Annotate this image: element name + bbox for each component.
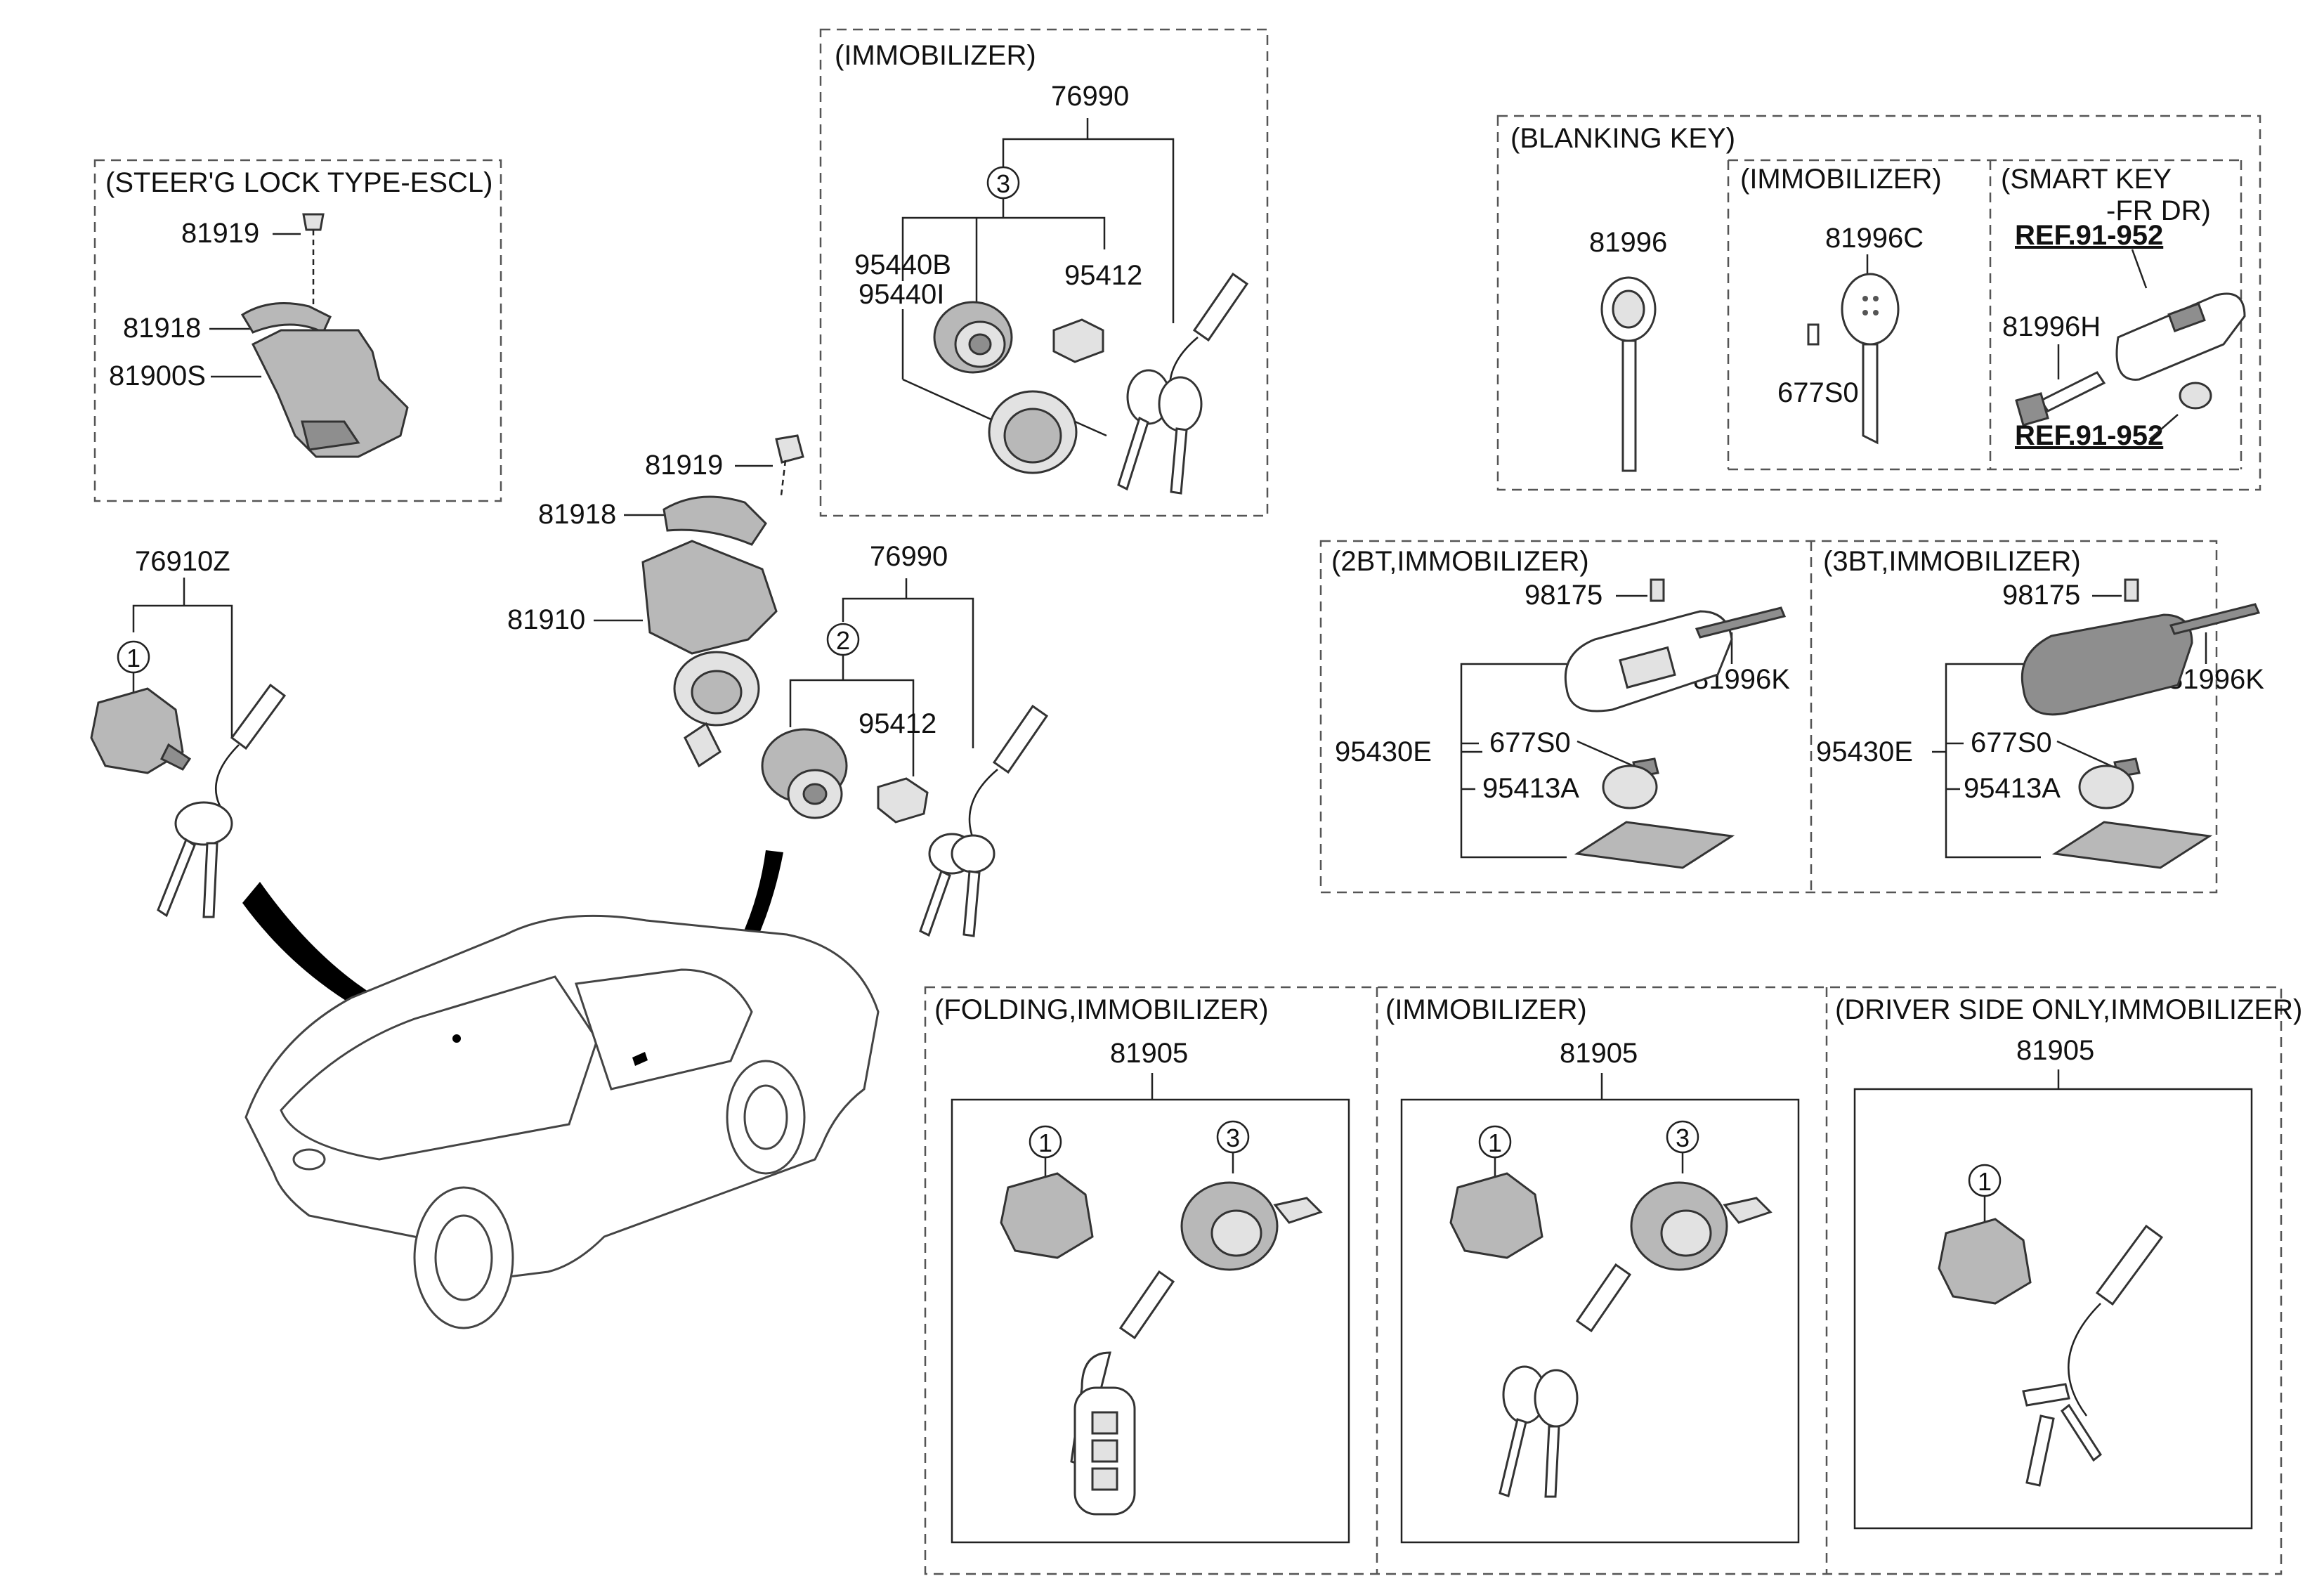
svg-text:3: 3 xyxy=(1226,1124,1240,1152)
label-98175-2bt: 98175 xyxy=(1525,580,1602,611)
label-81919-center: 81919 xyxy=(645,450,723,481)
key-tag-icon xyxy=(215,683,287,823)
door-lock-cylinder-icon xyxy=(1449,1172,1543,1259)
svg-text:1: 1 xyxy=(1038,1128,1052,1157)
battery-icon xyxy=(2078,764,2134,809)
label-81919: 81919 xyxy=(181,218,259,249)
label-81900S: 81900S xyxy=(109,360,206,391)
group-title-driver-side: (DRIVER SIDE ONLY,IMMOBILIZER) xyxy=(1835,994,2302,1025)
immobilizer-top-group: (IMMOBILIZER) 76990 3 95440B 95440I 9541… xyxy=(819,28,1269,517)
label-81918: 81918 xyxy=(123,313,201,344)
steering-lock-group: (STEER'G LOCK TYPE-ESCL) 81919 81918 819… xyxy=(93,159,502,502)
svg-text:3: 3 xyxy=(996,169,1010,198)
steering-lock-icon xyxy=(641,540,778,768)
label-76910Z: 76910Z xyxy=(135,546,230,577)
label-81918-center: 81918 xyxy=(538,499,616,530)
label-98175-3bt: 98175 xyxy=(2002,580,2080,611)
label-81910: 81910 xyxy=(507,604,585,635)
group-title-folding: (FOLDING,IMMOBILIZER) xyxy=(934,994,1269,1025)
label-81905-driver: 81905 xyxy=(2016,1035,2094,1066)
label-95412-mid: 95412 xyxy=(859,708,936,739)
key-icon xyxy=(157,801,233,918)
svg-text:1: 1 xyxy=(1978,1167,1992,1196)
label-677S0-3bt: 677S0 xyxy=(1971,727,2052,758)
transponder-chip-icon xyxy=(1807,323,1820,346)
label-677S0-blank: 677S0 xyxy=(1777,377,1859,408)
group-title-blanking-immobilizer: (IMMOBILIZER) xyxy=(1740,164,1942,195)
door-lock-cylinder-icon xyxy=(1000,1172,1094,1259)
svg-text:1: 1 xyxy=(126,644,141,672)
door-lock-cylinder-icon xyxy=(1938,1218,2032,1305)
bottom-groups: (FOLDING,IMMOBILIZER) 81905 1 3 (IMMOBIL… xyxy=(924,986,2302,1575)
label-76990-top: 76990 xyxy=(1051,81,1129,112)
ignition-cylinder-icon xyxy=(761,728,929,824)
label-95430E-2bt: 95430E xyxy=(1335,736,1432,767)
battery-icon xyxy=(1602,764,1658,809)
label-95413A-3bt: 95413A xyxy=(1964,773,2061,804)
label-81905-folding: 81905 xyxy=(1110,1038,1188,1069)
label-95440B: 95440B xyxy=(854,249,951,280)
label-81905-immob: 81905 xyxy=(1560,1038,1638,1069)
key-tag-icon xyxy=(2068,1224,2164,1417)
blanking-key-group: (BLANKING KEY) (IMMOBILIZER) (SMART KEY … xyxy=(1496,115,2261,491)
label-81996: 81996 xyxy=(1589,227,1667,258)
group-title-steering-lock: (STEER'G LOCK TYPE-ESCL) xyxy=(105,167,492,198)
svg-text:1: 1 xyxy=(1488,1128,1502,1157)
group-title-smart-key: (SMART KEY xyxy=(2001,164,2172,195)
group-title-2bt: (2BT,IMMOBILIZER) xyxy=(1331,546,1589,577)
label-76990-mid: 76990 xyxy=(870,541,948,572)
key-icon xyxy=(1841,273,1900,445)
battery-icon xyxy=(2179,382,2212,410)
group-title-blanking-key: (BLANKING KEY) xyxy=(1510,123,1735,154)
door-lock-cylinder-icon xyxy=(90,687,192,774)
ignition-lock-assembly: 81919 81918 81910 xyxy=(507,434,804,768)
ref-top: REF.91-952 xyxy=(2015,220,2163,251)
key-icon xyxy=(1117,369,1203,495)
label-677S0-2bt: 677S0 xyxy=(1489,727,1571,758)
smart-key-fob-icon xyxy=(2015,292,2246,427)
key-set-76910Z: 76910Z 1 xyxy=(90,546,287,918)
ignition-cylinder-icon xyxy=(933,301,1107,474)
vehicle-icon xyxy=(244,914,880,1329)
label-95413A-2bt: 95413A xyxy=(1482,773,1579,804)
group-title-3bt: (3BT,IMMOBILIZER) xyxy=(1823,546,2081,577)
svg-text:2: 2 xyxy=(836,626,850,655)
key-set-76990-mid: 76990 2 95412 xyxy=(761,541,1049,937)
label-95440I: 95440I xyxy=(859,279,944,310)
key-tag-icon xyxy=(1118,1270,1175,1340)
group-subtitle-smart-key: -FR DR) xyxy=(2106,195,2211,226)
group-title-immobilizer-top: (IMMOBILIZER) xyxy=(835,40,1036,71)
ref-bottom: REF.91-952 xyxy=(2015,420,2163,451)
key-icon xyxy=(1600,276,1657,472)
key-icon xyxy=(919,833,995,937)
key-icon xyxy=(2022,1383,2102,1487)
ignition-cylinder-icon xyxy=(1180,1181,1323,1271)
label-81996H: 81996H xyxy=(2002,311,2101,342)
ignition-cylinder-icon xyxy=(1630,1181,1773,1271)
smart-key-fob-icon xyxy=(1564,606,1787,712)
key-tag-icon xyxy=(968,704,1049,847)
steering-lock-icon xyxy=(240,213,409,458)
folding-key-icon xyxy=(1070,1351,1136,1516)
group-title-immobilizer-bottom: (IMMOBILIZER) xyxy=(1385,994,1587,1025)
key-tag-icon xyxy=(1575,1263,1632,1333)
label-95430E-3bt: 95430E xyxy=(1816,736,1913,767)
smart-key-fob-icon xyxy=(2021,603,2261,716)
label-81996C: 81996C xyxy=(1825,223,1924,254)
key-icon xyxy=(1499,1365,1579,1498)
2bt-immobilizer-group: (2BT,IMMOBILIZER) 98175 81996K 95430E 67… xyxy=(1319,540,2264,894)
label-95412-top: 95412 xyxy=(1064,260,1142,291)
svg-text:3: 3 xyxy=(1676,1124,1690,1152)
